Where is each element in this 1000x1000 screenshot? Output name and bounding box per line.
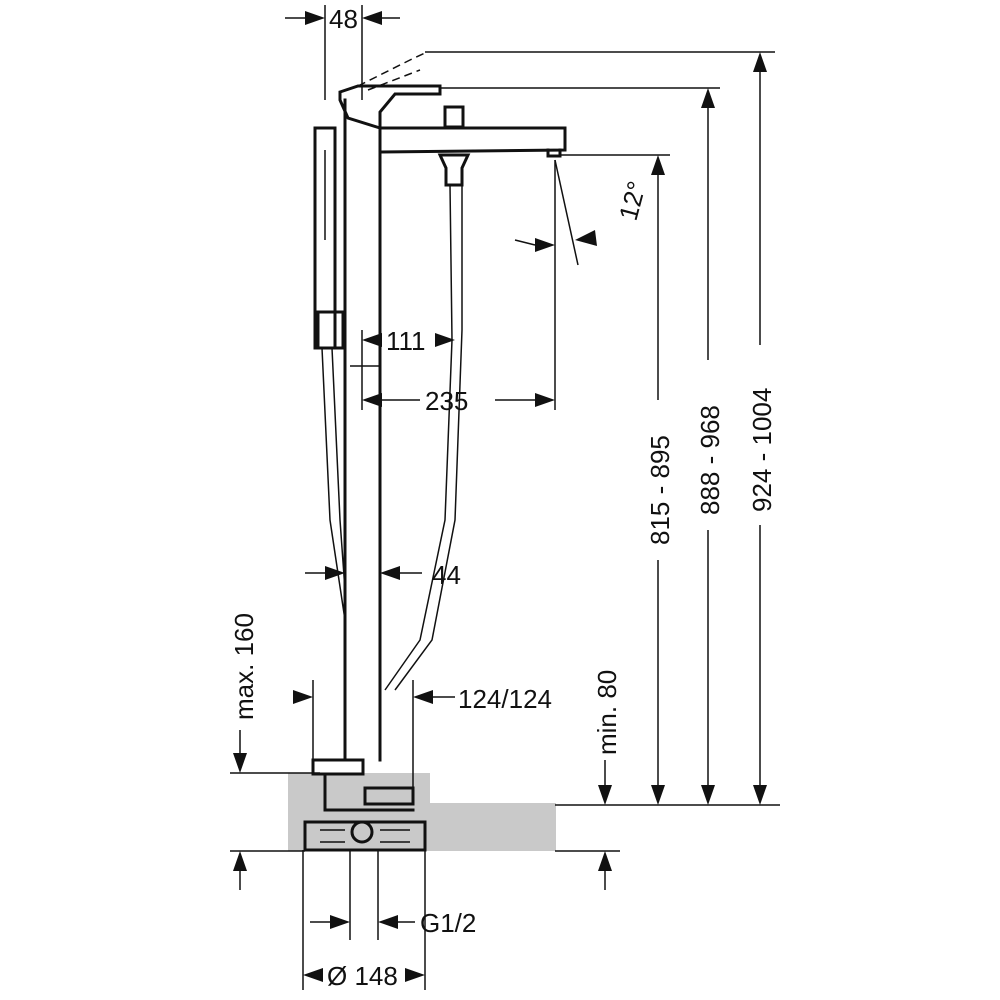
dim-815-895: 815 - 895: [645, 435, 675, 545]
dimension-arrows: [233, 11, 767, 982]
dim-max-160: max. 160: [229, 613, 259, 720]
diverter-knob: [443, 105, 465, 129]
faucet-body: [303, 52, 567, 852]
dim-diameter-148: Ø 148: [327, 961, 398, 991]
dim-124-124: 124/124: [458, 684, 552, 714]
dim-111: 111: [386, 326, 426, 356]
floor-section-white-top: [430, 773, 556, 803]
dim-44: 44: [432, 560, 461, 590]
dim-g12: G1/2: [420, 908, 476, 938]
dim-48: 48: [329, 4, 358, 34]
dim-angle-12: 12°: [613, 178, 652, 224]
dim-235: 235: [425, 386, 468, 416]
dim-min-80: min. 80: [592, 670, 622, 755]
dim-924-1004: 924 - 1004: [747, 388, 777, 512]
dim-888-968: 888 - 968: [695, 405, 725, 515]
reference-lines: [230, 5, 780, 990]
